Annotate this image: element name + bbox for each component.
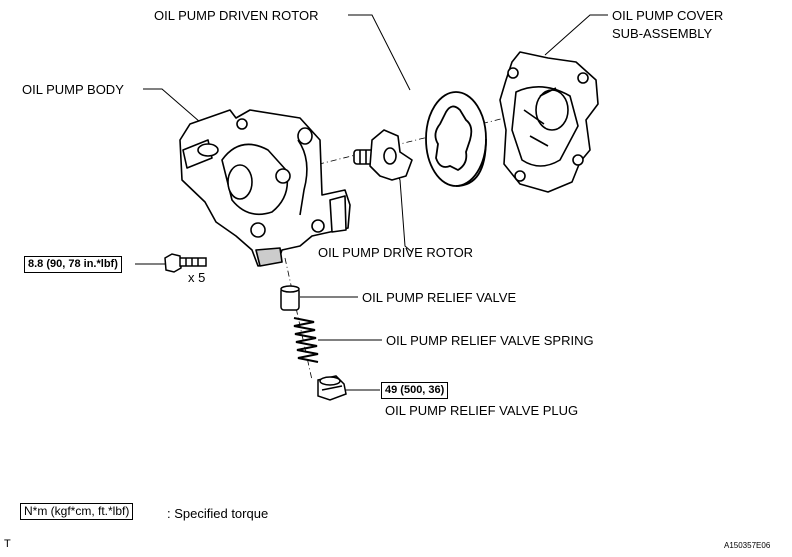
oil-pump-relief-valve (280, 285, 300, 311)
label-cover-line2: SUB-ASSEMBLY (612, 26, 713, 41)
oil-pump-driven-rotor (425, 91, 487, 187)
oil-pump-body (179, 109, 351, 267)
oil-pump-relief-valve-spring (293, 317, 319, 363)
bolt (164, 253, 207, 273)
label-relief-plug: OIL PUMP RELIEF VALVE PLUG (385, 403, 579, 418)
figure-code: A150357E06 (724, 541, 771, 550)
leader-drive-rotor (394, 169, 413, 253)
bolt-quantity: x 5 (188, 270, 206, 285)
legend-unit-box: N*m (kgf*cm, ft.*lbf) (20, 503, 134, 520)
label-cover-line1: OIL PUMP COVER (612, 8, 724, 23)
leader-cover (544, 14, 608, 56)
oil-pump-relief-valve-plug (317, 375, 347, 401)
label-driven-rotor: OIL PUMP DRIVEN ROTOR (154, 8, 319, 23)
label-body: OIL PUMP BODY (22, 82, 124, 97)
corner-mark: T (4, 538, 11, 550)
bolt-torque-spec: 8.8 (90, 78 in.*lbf) (24, 256, 122, 273)
label-drive-rotor: OIL PUMP DRIVE ROTOR (318, 245, 474, 260)
label-relief-valve: OIL PUMP RELIEF VALVE (362, 290, 517, 305)
plug-torque-spec: 49 (500, 36) (381, 382, 449, 399)
leader-driven-rotor (348, 14, 411, 91)
label-relief-spring: OIL PUMP RELIEF VALVE SPRING (386, 333, 594, 348)
leader-body (143, 88, 201, 123)
oil-pump-cover-sub-assembly (499, 51, 599, 193)
legend-description: : Specified torque (167, 506, 269, 521)
oil-pump-drive-rotor (353, 129, 413, 181)
